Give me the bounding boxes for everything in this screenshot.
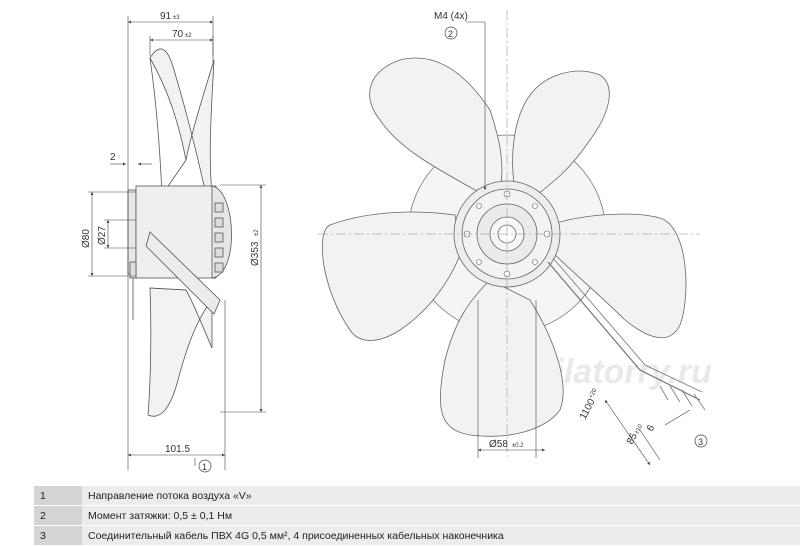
side-upper-blade <box>149 48 215 196</box>
callout-1-circle <box>198 459 212 473</box>
dim-base-length: 101.5 <box>165 444 190 455</box>
dim-dia-27: Ø27 <box>97 226 108 245</box>
dim-dia-353-tol: ±2 <box>254 229 260 236</box>
blade-left <box>321 211 461 341</box>
dim-cable-1100: 1100 <box>578 397 598 422</box>
front-cable <box>547 261 701 401</box>
dim-cable-85: 85 <box>625 431 640 446</box>
notes-table: 1 Направление потока воздуха «V» 2 Момен… <box>34 486 800 546</box>
front-dimensions <box>466 21 691 466</box>
blade-right <box>549 213 687 339</box>
dim-cable-1100-tol: +20 <box>588 387 598 399</box>
blade-top-left <box>369 57 503 191</box>
side-dimensions <box>88 16 266 470</box>
dim-width-total-tol: ±3 <box>173 15 180 21</box>
callout-2-circle <box>444 26 458 40</box>
blade-bottom <box>439 279 564 437</box>
dim-offset: 2 <box>110 152 116 163</box>
side-view <box>127 48 232 417</box>
technical-drawing: Ventilatorry.ru <box>81 10 712 473</box>
dim-thread: M4 (4x) <box>434 11 468 22</box>
note-text: Момент затяжки: 0,5 ± 0,1 Нм <box>82 505 800 526</box>
dim-cable-6: 6 <box>645 423 658 433</box>
front-dimension-labels: M4 (4x) 2 Ø58 ±0.2 1100 +20 85 ±10 6 3 <box>434 11 708 450</box>
dim-width-inner: 70 <box>172 29 184 40</box>
dim-dia-353: Ø353 <box>250 241 261 266</box>
table-row: 2 Момент затяжки: 0,5 ± 0,1 Нм <box>34 505 800 526</box>
dim-dia-58: Ø58 <box>489 439 508 450</box>
note-number: 1 <box>34 486 82 506</box>
callout-2: 2 <box>448 29 453 39</box>
side-lower-blade-edge <box>149 287 187 291</box>
callout-3-circle <box>694 434 708 448</box>
dim-dia-80: Ø80 <box>81 229 92 248</box>
front-center-lines <box>318 10 700 460</box>
note-number: 2 <box>34 505 82 526</box>
side-motor-flange <box>127 189 137 275</box>
dim-width-total: 91 <box>160 11 172 22</box>
blade-top-right <box>512 70 610 201</box>
dim-width-inner-tol: ±2 <box>185 33 192 39</box>
note-number: 3 <box>34 525 82 546</box>
dim-cable-85-tol: ±10 <box>634 423 644 435</box>
side-dimension-labels: 91 ±3 70 ±2 2 Ø80 Ø27 Ø353 ±2 101.5 1 <box>81 11 261 473</box>
callout-3: 3 <box>698 437 703 447</box>
dim-dia-58-tol: ±0.2 <box>512 443 524 449</box>
table-row: 1 Направление потока воздуха «V» <box>34 486 800 506</box>
side-lower-blade <box>147 287 213 417</box>
note-text: Направление потока воздуха «V» <box>82 486 800 506</box>
callout-1: 1 <box>202 462 207 472</box>
front-blades <box>321 57 687 437</box>
